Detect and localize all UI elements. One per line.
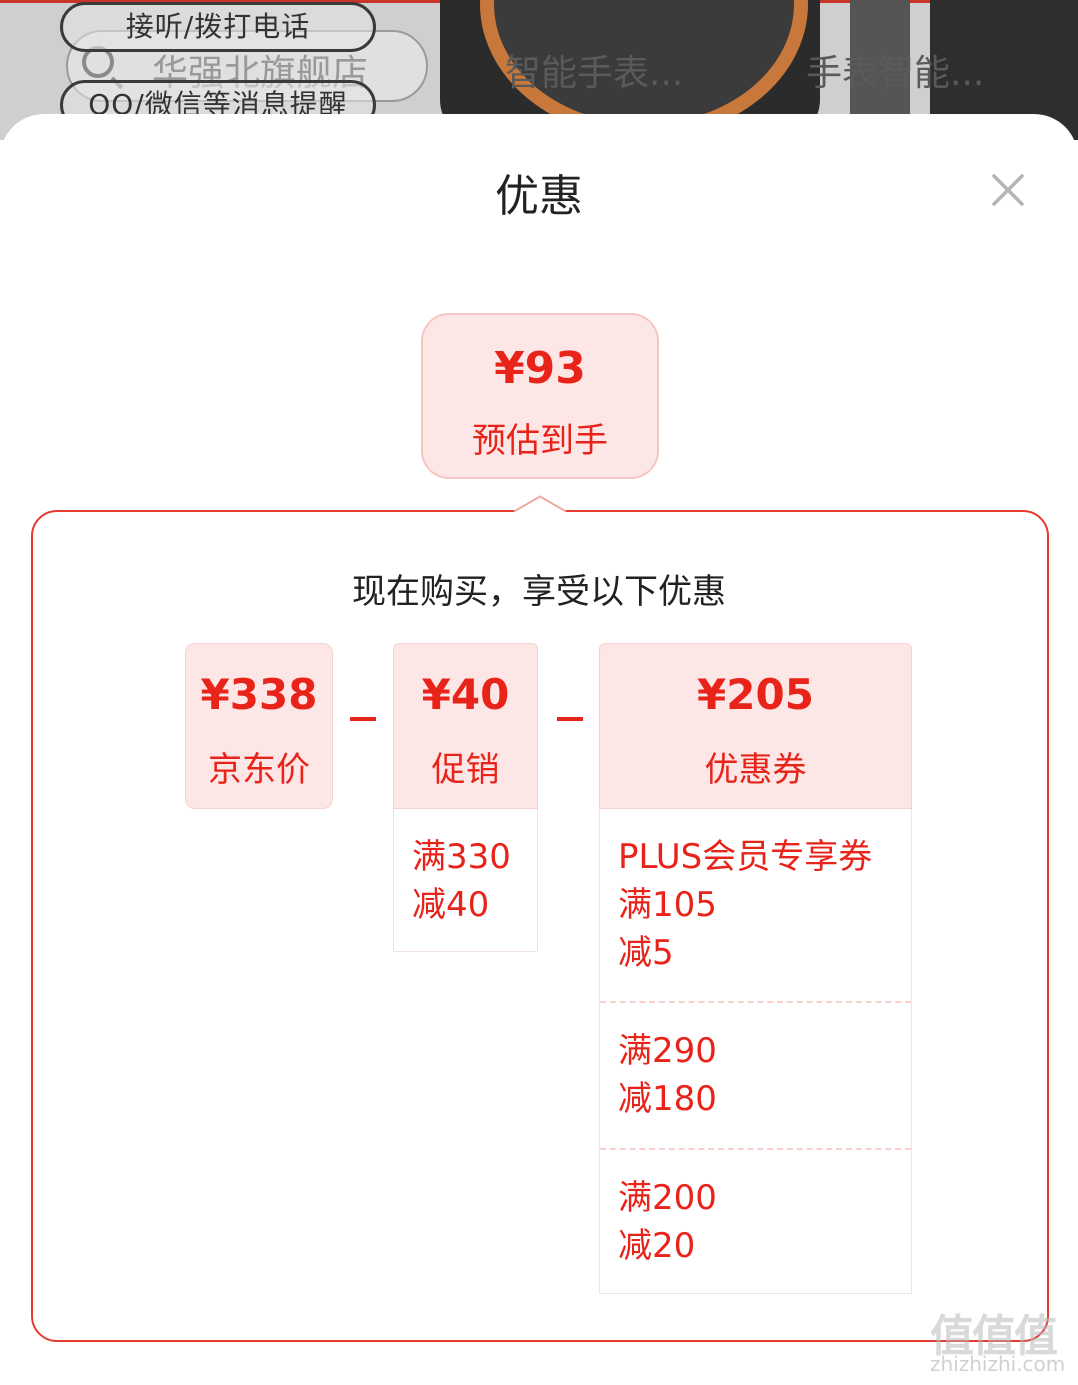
coupon-divider bbox=[600, 1001, 911, 1003]
coupon-box: ¥205 优惠券 bbox=[599, 643, 912, 809]
watermark-logo: 值值值 bbox=[930, 1311, 1058, 1362]
background-feature-pill-call: 接听/拨打电话 bbox=[60, 2, 376, 52]
promotion-box: ¥40 促销 bbox=[393, 643, 538, 809]
coupon-1-discount: 减5 bbox=[618, 933, 674, 973]
estimated-price: ¥93 bbox=[494, 343, 586, 394]
minus-sign bbox=[350, 717, 376, 721]
estimated-price-label: 预估到手 bbox=[472, 421, 608, 461]
promotion-rule-discount: 减40 bbox=[412, 885, 490, 925]
coupon-label: 优惠券 bbox=[704, 750, 807, 790]
promotion-rule-threshold: 满330 bbox=[412, 837, 511, 877]
watermark-url: zhizhizhi.com bbox=[930, 1352, 1066, 1376]
estimated-price-bubble: ¥93 预估到手 bbox=[421, 313, 659, 479]
sheet-title: 优惠 bbox=[495, 171, 583, 222]
background-category-1: 智能手表... bbox=[505, 53, 684, 94]
breakdown-subtitle: 现在购买，享受以下优惠 bbox=[352, 572, 726, 612]
promotion-details: 满330 减40 bbox=[393, 809, 538, 952]
coupon-3-threshold: 满200 bbox=[618, 1178, 717, 1218]
promotion-value: ¥40 bbox=[421, 670, 510, 719]
coupon-divider bbox=[600, 1148, 911, 1150]
coupon-3-discount: 减20 bbox=[618, 1226, 696, 1266]
coupon-2-discount: 减180 bbox=[618, 1079, 717, 1119]
coupon-1-threshold: 满105 bbox=[618, 885, 717, 925]
close-icon bbox=[992, 174, 1024, 206]
promotion-label: 促销 bbox=[431, 750, 500, 790]
coupon-value: ¥205 bbox=[697, 670, 814, 719]
jd-price-label: 京东价 bbox=[208, 750, 310, 790]
discount-sheet: 优惠 ¥93 预估到手 现在购买，享受以下优惠 ¥338 京东价 ¥40 促销 … bbox=[0, 114, 1078, 1385]
jd-price-value: ¥338 bbox=[200, 670, 318, 719]
coupon-2-threshold: 满290 bbox=[618, 1031, 717, 1071]
close-button[interactable] bbox=[986, 168, 1030, 212]
minus-sign bbox=[557, 717, 583, 721]
jd-price-box: ¥338 京东价 bbox=[185, 643, 333, 809]
coupon-details: PLUS会员专享券 满105 减5 满290 减180 满200 减20 bbox=[599, 809, 912, 1294]
watermark: 值值值 zhizhizhi.com bbox=[930, 1300, 1070, 1380]
frame-pointer-notch bbox=[514, 495, 566, 513]
coupon-1-name: PLUS会员专享券 bbox=[618, 837, 873, 877]
background-category-2: 手表智能... bbox=[806, 53, 985, 94]
